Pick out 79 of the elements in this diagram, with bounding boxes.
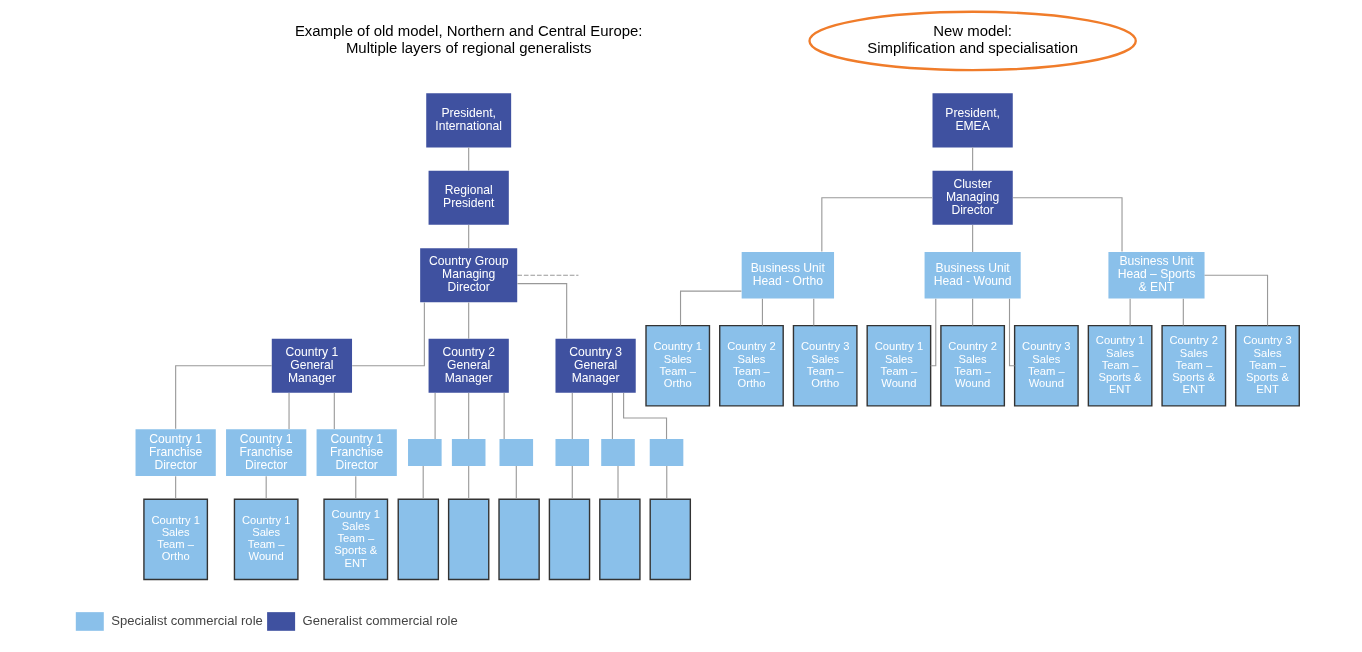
node-box [498,498,540,581]
connector [1182,298,1184,327]
label: Example of old model, Northern and Central Europe: Multiple layers of regional generalists [294,22,643,56]
node-box: Business Unit Head – Sports & ENT [1108,251,1205,299]
node-box [447,498,490,581]
node-box: Country Group Managing Director [420,248,518,303]
connector [516,274,579,276]
connector [288,392,290,430]
connector [468,301,470,340]
node-box [649,498,692,581]
node-box: President, EMEA [932,93,1013,148]
connector [1008,298,1016,367]
legend-label: Generalist commercial role [302,612,458,628]
node-box: Business Unit Head - Ortho [741,251,835,299]
node-box [548,498,591,581]
connector [516,283,568,339]
connector [333,392,335,430]
connector [468,392,470,440]
node-box: Country 1 Franchise Director [135,429,216,476]
node-box [397,498,440,581]
node-box: Country 2 General Manager [428,338,509,393]
connector [821,197,933,253]
node-box: Regional President [428,170,509,225]
connector [972,224,974,253]
node-box [649,439,684,467]
node-box: Country 1 Sales Team – Wound [866,324,932,407]
connector [351,301,425,367]
connector [571,392,573,440]
node-box: Country 1 General Manager [271,338,353,393]
node-box: Country 3 Sales Team – Ortho [792,324,858,407]
connector [468,465,470,500]
connector [611,392,613,440]
connector [761,298,763,327]
connector [355,475,357,500]
node-box [599,498,641,581]
node-box [555,439,590,467]
connector [617,465,619,500]
node-box: Country 1 Sales Team – Wound [233,498,299,581]
node-box: Country 2 Sales Team – Wound [940,324,1006,407]
connector [813,298,815,327]
connector [434,392,436,440]
connector [972,298,974,327]
node-box: Country 1 Sales Team – Sports & ENT [1087,324,1153,407]
connector [175,365,273,430]
connector [468,146,470,172]
node-ellipse: New model: Simplification and specialisation [808,10,1137,72]
node-box: Country 1 Sales Team – Ortho [143,498,209,581]
node-box: President, International [426,93,512,148]
node-box [499,439,534,467]
node-box: Business Unit Head - Wound [924,251,1021,299]
connector [1204,274,1269,327]
node-box: Country 3 Sales Team – Sports & ENT [1235,324,1300,407]
connector [422,465,424,500]
node-box [451,439,486,467]
node-box: Country 1 Sales Team – Sports & ENT [323,498,389,581]
connector [175,475,177,500]
node-box: Country 2 Sales Team – Sports & ENT [1161,324,1227,407]
node-box [601,439,635,467]
node-box: Country 1 Sales Team – Ortho [645,324,711,407]
node-box: Country 3 Sales Team – Wound [1013,324,1079,407]
connector [515,465,517,500]
connector [503,392,505,440]
legend-label: Specialist commercial role [111,612,263,628]
node-box: Country 1 Franchise Director [316,429,397,476]
connector [265,475,267,500]
node-box: Country 2 Sales Team – Ortho [719,324,784,407]
connector [1012,197,1123,253]
node-box [408,439,442,467]
connector [623,392,668,440]
connector [571,465,573,500]
connector [666,465,668,500]
connector [930,298,937,367]
node-box: Cluster Managing Director [932,170,1013,225]
connector [972,146,974,172]
node-box: Country 3 General Manager [555,338,636,393]
connector [1129,298,1131,327]
connector [468,224,470,249]
node-box: Country 1 Franchise Director [226,429,307,476]
connector [679,290,742,326]
